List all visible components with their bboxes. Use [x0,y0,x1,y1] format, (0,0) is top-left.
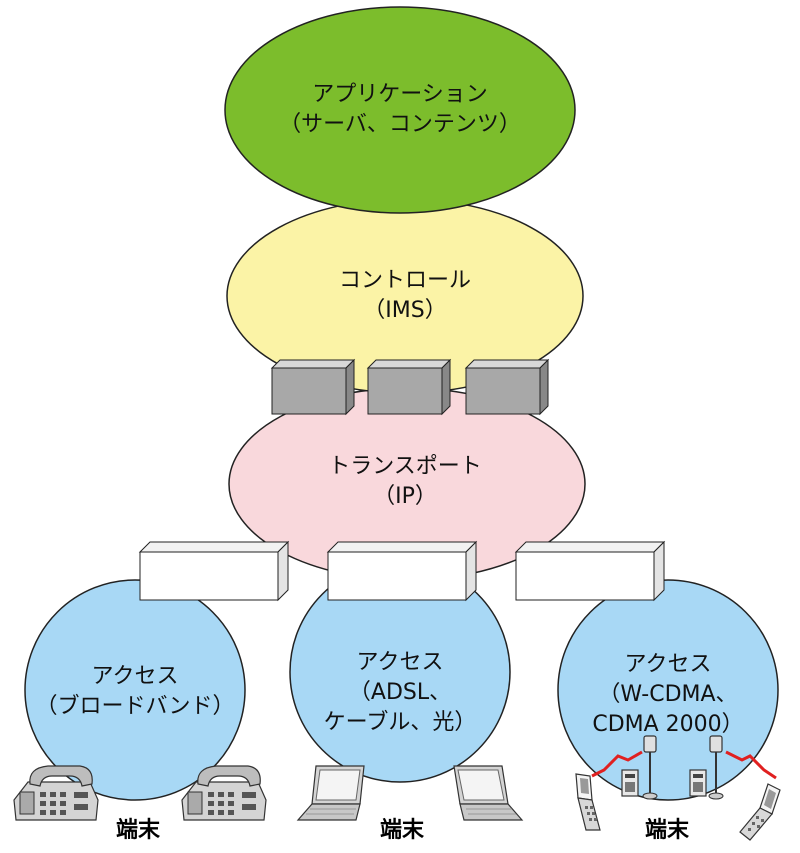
laptop-icon [453,765,524,821]
base-station-icon [642,735,658,800]
access-subtitle-line2: CDMA 2000） [592,712,744,737]
tower-icon [689,769,707,797]
radio-signal-icon [591,750,643,778]
access-subtitle: （W-CDMA、 [598,682,738,707]
control-layer-label: コントロール （IMS） [280,266,530,326]
access-label-broadband: アクセス （ブロードバンド） [30,662,240,722]
access-subtitle-line2: ケーブル、光） [323,710,477,735]
terminal-label: 端末 [644,818,689,843]
application-layer [224,6,576,214]
laptop-icon [296,765,365,821]
terminal-label: 端末 [115,818,160,843]
server-box [366,358,452,416]
access-title: アクセス [91,664,179,689]
server-box [464,358,550,416]
desk-phone-icon [13,765,99,821]
tower-icon [621,769,639,797]
base-station-icon [708,735,724,800]
access-subtitle: （ブロードバンド） [35,694,235,719]
access-subtitle: （ADSL、 [348,680,452,705]
gateway-box [514,540,666,602]
application-layer-label: アプリケーション （サーバ、コンテンツ） [250,80,550,140]
transport-layer-title: トランスポート [328,454,482,479]
access-circle-wcdma [557,579,779,801]
mobile-phone-icon [575,773,601,831]
transport-layer-subtitle: （IP） [373,484,437,509]
access-label-wcdma: アクセス （W-CDMA、 CDMA 2000） [563,650,773,740]
gateway-box [138,540,290,602]
desk-phone-icon [181,765,267,821]
access-title: アクセス [356,650,444,675]
transport-layer-label: トランスポート （IP） [280,452,530,512]
mobile-phone-icon [739,783,781,841]
access-label-adsl: アクセス （ADSL、 ケーブル、光） [295,648,505,738]
access-title: アクセス [624,652,712,677]
terminal-label: 端末 [379,818,424,843]
control-layer-title: コントロール [338,268,471,293]
access-circle-broadband [24,579,246,801]
control-layer-subtitle: （IMS） [363,298,447,323]
radio-signal-icon [725,750,777,780]
application-layer-subtitle: （サーバ、コンテンツ） [279,112,521,137]
application-layer-title: アプリケーション [312,82,488,107]
server-box [270,358,356,416]
gateway-box [326,540,478,602]
